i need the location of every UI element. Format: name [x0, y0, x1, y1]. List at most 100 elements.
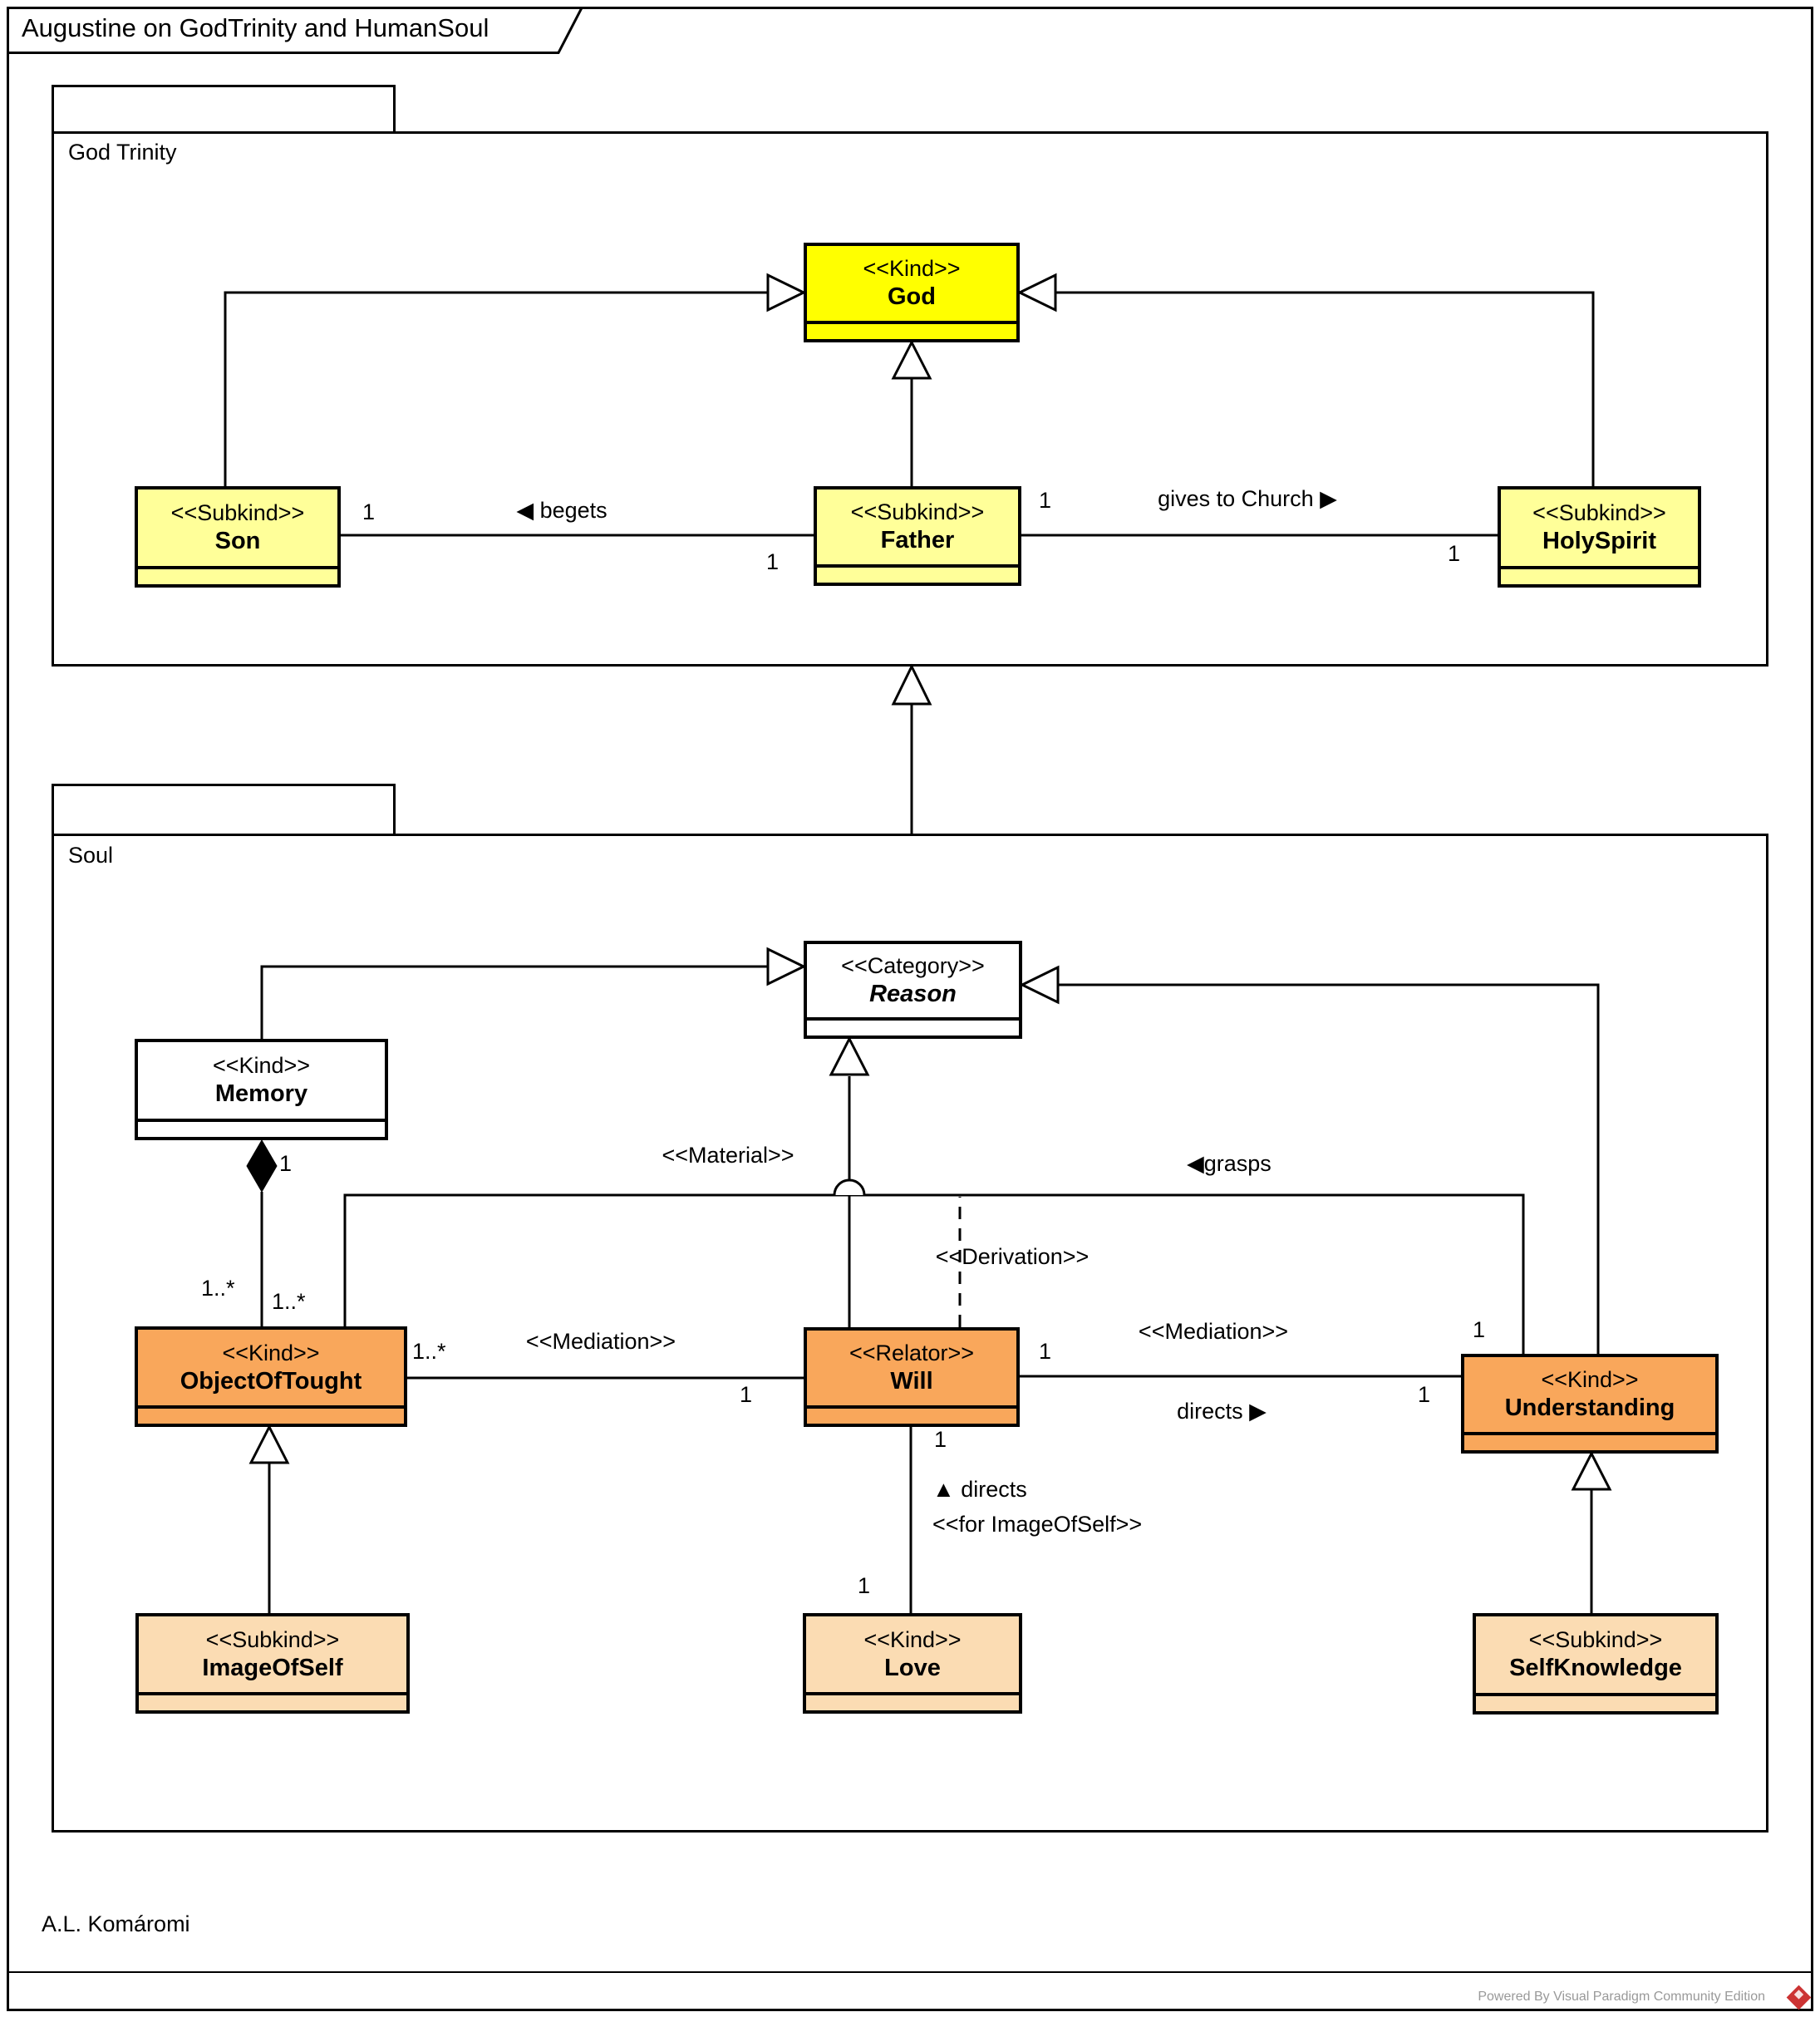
class-god-header: <<Kind>> God	[807, 246, 1016, 321]
label-directs-right: directs ▶	[1177, 1399, 1267, 1424]
generalization-understanding-reason	[1058, 983, 1600, 1354]
class-reason-header: <<Category>> Reason	[807, 944, 1019, 1017]
class-son[interactable]: <<Subkind>> Son	[135, 486, 341, 588]
class-memory[interactable]: <<Kind>> Memory	[135, 1039, 388, 1140]
class-son-name: Son	[214, 528, 261, 555]
multiplicity-mediation-right-understanding: 1	[1418, 1382, 1431, 1407]
generalization-arrowhead	[1571, 1450, 1612, 1491]
package-tab-god-trinity[interactable]	[52, 85, 396, 131]
class-objectoftought-compartment	[138, 1405, 404, 1424]
class-selfknowledge-name: SelfKnowledge	[1509, 1655, 1682, 1682]
class-will-compartment	[807, 1405, 1016, 1424]
label-derivation: <<Derivation>>	[935, 1244, 1090, 1269]
line-hop-fill	[834, 1180, 864, 1195]
multiplicity-mediation-left-will: 1	[740, 1382, 753, 1407]
class-imageofself-stereotype: <<Subkind>>	[205, 1626, 340, 1652]
multiplicity-mediation-left-objectoftought: 1..*	[412, 1339, 446, 1364]
class-selfknowledge-stereotype: <<Subkind>>	[1528, 1627, 1663, 1653]
generalization-arrowhead	[248, 1424, 290, 1464]
class-understanding-stereotype: <<Kind>>	[1541, 1367, 1639, 1393]
class-father-stereotype: <<Subkind>>	[850, 499, 985, 525]
generalization-arrowhead	[891, 339, 932, 380]
class-memory-header: <<Kind>> Memory	[138, 1042, 385, 1119]
class-god[interactable]: <<Kind>> God	[804, 243, 1020, 342]
class-love-header: <<Kind>> Love	[806, 1616, 1019, 1692]
class-objectoftought-header: <<Kind>> ObjectOfTought	[138, 1330, 404, 1405]
class-reason-compartment	[807, 1017, 1019, 1036]
class-son-compartment	[138, 566, 337, 584]
class-understanding-header: <<Kind>> Understanding	[1464, 1357, 1715, 1432]
package-label-god-trinity: God Trinity	[68, 140, 177, 165]
label-mediation-right: <<Mediation>>	[1138, 1319, 1289, 1344]
class-holyspirit[interactable]: <<Subkind>> HolySpirit	[1498, 486, 1701, 588]
multiplicity-mediation-right-will: 1	[1039, 1339, 1052, 1364]
class-will-header: <<Relator>> Will	[807, 1331, 1016, 1405]
class-love-compartment	[806, 1692, 1019, 1710]
diagram-frame-border	[7, 7, 1813, 2011]
class-understanding-compartment	[1464, 1432, 1715, 1450]
class-holyspirit-header: <<Subkind>> HolySpirit	[1501, 489, 1698, 566]
multiplicity-material-understanding: 1	[1473, 1317, 1486, 1342]
class-objectoftought-name: ObjectOfTought	[180, 1367, 362, 1395]
package-label-soul: Soul	[68, 843, 114, 868]
class-imageofself-compartment	[139, 1692, 406, 1710]
generalization-son-god	[224, 291, 768, 486]
label-begets: ◀ begets	[516, 498, 607, 523]
diagram-title: Augustine on GodTrinity and HumanSoul	[22, 13, 489, 42]
class-father-compartment	[817, 564, 1018, 583]
generalization-arrowhead	[1016, 273, 1057, 312]
class-imageofself-name: ImageOfSelf	[202, 1654, 343, 1681]
class-imageofself[interactable]: <<Subkind>> ImageOfSelf	[135, 1613, 410, 1714]
class-son-stereotype: <<Subkind>>	[170, 500, 305, 526]
class-understanding[interactable]: <<Kind>> Understanding	[1461, 1354, 1719, 1454]
class-holyspirit-name: HolySpirit	[1542, 528, 1656, 555]
frame-title-tab	[7, 7, 584, 54]
class-love-stereotype: <<Kind>>	[863, 1626, 962, 1652]
class-memory-stereotype: <<Kind>>	[212, 1053, 311, 1079]
class-objectoftought-stereotype: <<Kind>>	[222, 1340, 320, 1365]
class-selfknowledge[interactable]: <<Subkind>> SelfKnowledge	[1473, 1613, 1719, 1714]
generalization-holyspirit-god	[1055, 291, 1595, 486]
generalization-arrowhead	[1019, 965, 1060, 1005]
class-holyspirit-compartment	[1501, 566, 1698, 584]
multiplicity-directs-love: 1	[858, 1573, 871, 1598]
class-reason-stereotype: <<Category>>	[841, 953, 985, 979]
multiplicity-material-objectoftought: 1..*	[272, 1289, 306, 1314]
class-god-name: God	[888, 283, 936, 311]
class-selfknowledge-compartment	[1476, 1693, 1715, 1711]
composition-diamond	[246, 1139, 278, 1193]
label-for-imageofself: <<for ImageOfSelf>>	[932, 1512, 1143, 1537]
multiplicity-composition-objectoftought: 1..*	[201, 1276, 235, 1301]
class-love-name: Love	[884, 1654, 941, 1681]
class-objectoftought[interactable]: <<Kind>> ObjectOfTought	[135, 1326, 407, 1427]
class-father-header: <<Subkind>> Father	[817, 489, 1018, 564]
association-material-grasps	[343, 1193, 1525, 1354]
label-grasps: ◀grasps	[1187, 1151, 1272, 1176]
generalization-memory-reason	[260, 965, 768, 1039]
multiplicity-gives-holyspirit: 1	[1448, 541, 1461, 566]
class-reason[interactable]: <<Category>> Reason	[804, 941, 1022, 1039]
class-love[interactable]: <<Kind>> Love	[803, 1613, 1022, 1714]
multiplicity-gives-father: 1	[1039, 488, 1052, 513]
class-memory-compartment	[138, 1119, 385, 1137]
package-tab-soul[interactable]	[52, 784, 396, 834]
class-understanding-name: Understanding	[1504, 1395, 1675, 1422]
generalization-arrowhead	[766, 273, 807, 312]
class-memory-name: Memory	[214, 1080, 308, 1108]
class-holyspirit-stereotype: <<Subkind>>	[1532, 500, 1666, 526]
multiplicity-directs-will: 1	[934, 1427, 947, 1452]
watermark-text: Powered By Visual Paradigm Community Edi…	[1478, 1990, 1765, 2004]
author-signature: A.L. Komáromi	[42, 1911, 190, 1936]
class-will[interactable]: <<Relator>> Will	[804, 1327, 1020, 1427]
generalization-arrowhead	[766, 947, 807, 986]
class-father[interactable]: <<Subkind>> Father	[814, 486, 1021, 586]
multiplicity-begets-father: 1	[766, 549, 780, 574]
class-will-stereotype: <<Relator>>	[849, 1341, 975, 1366]
generalization-arrowhead	[891, 663, 932, 706]
label-directs-up: ▲ directs	[932, 1477, 1027, 1502]
class-will-name: Will	[890, 1368, 933, 1395]
multiplicity-begets-son: 1	[362, 499, 376, 524]
class-father-name: Father	[880, 527, 955, 554]
